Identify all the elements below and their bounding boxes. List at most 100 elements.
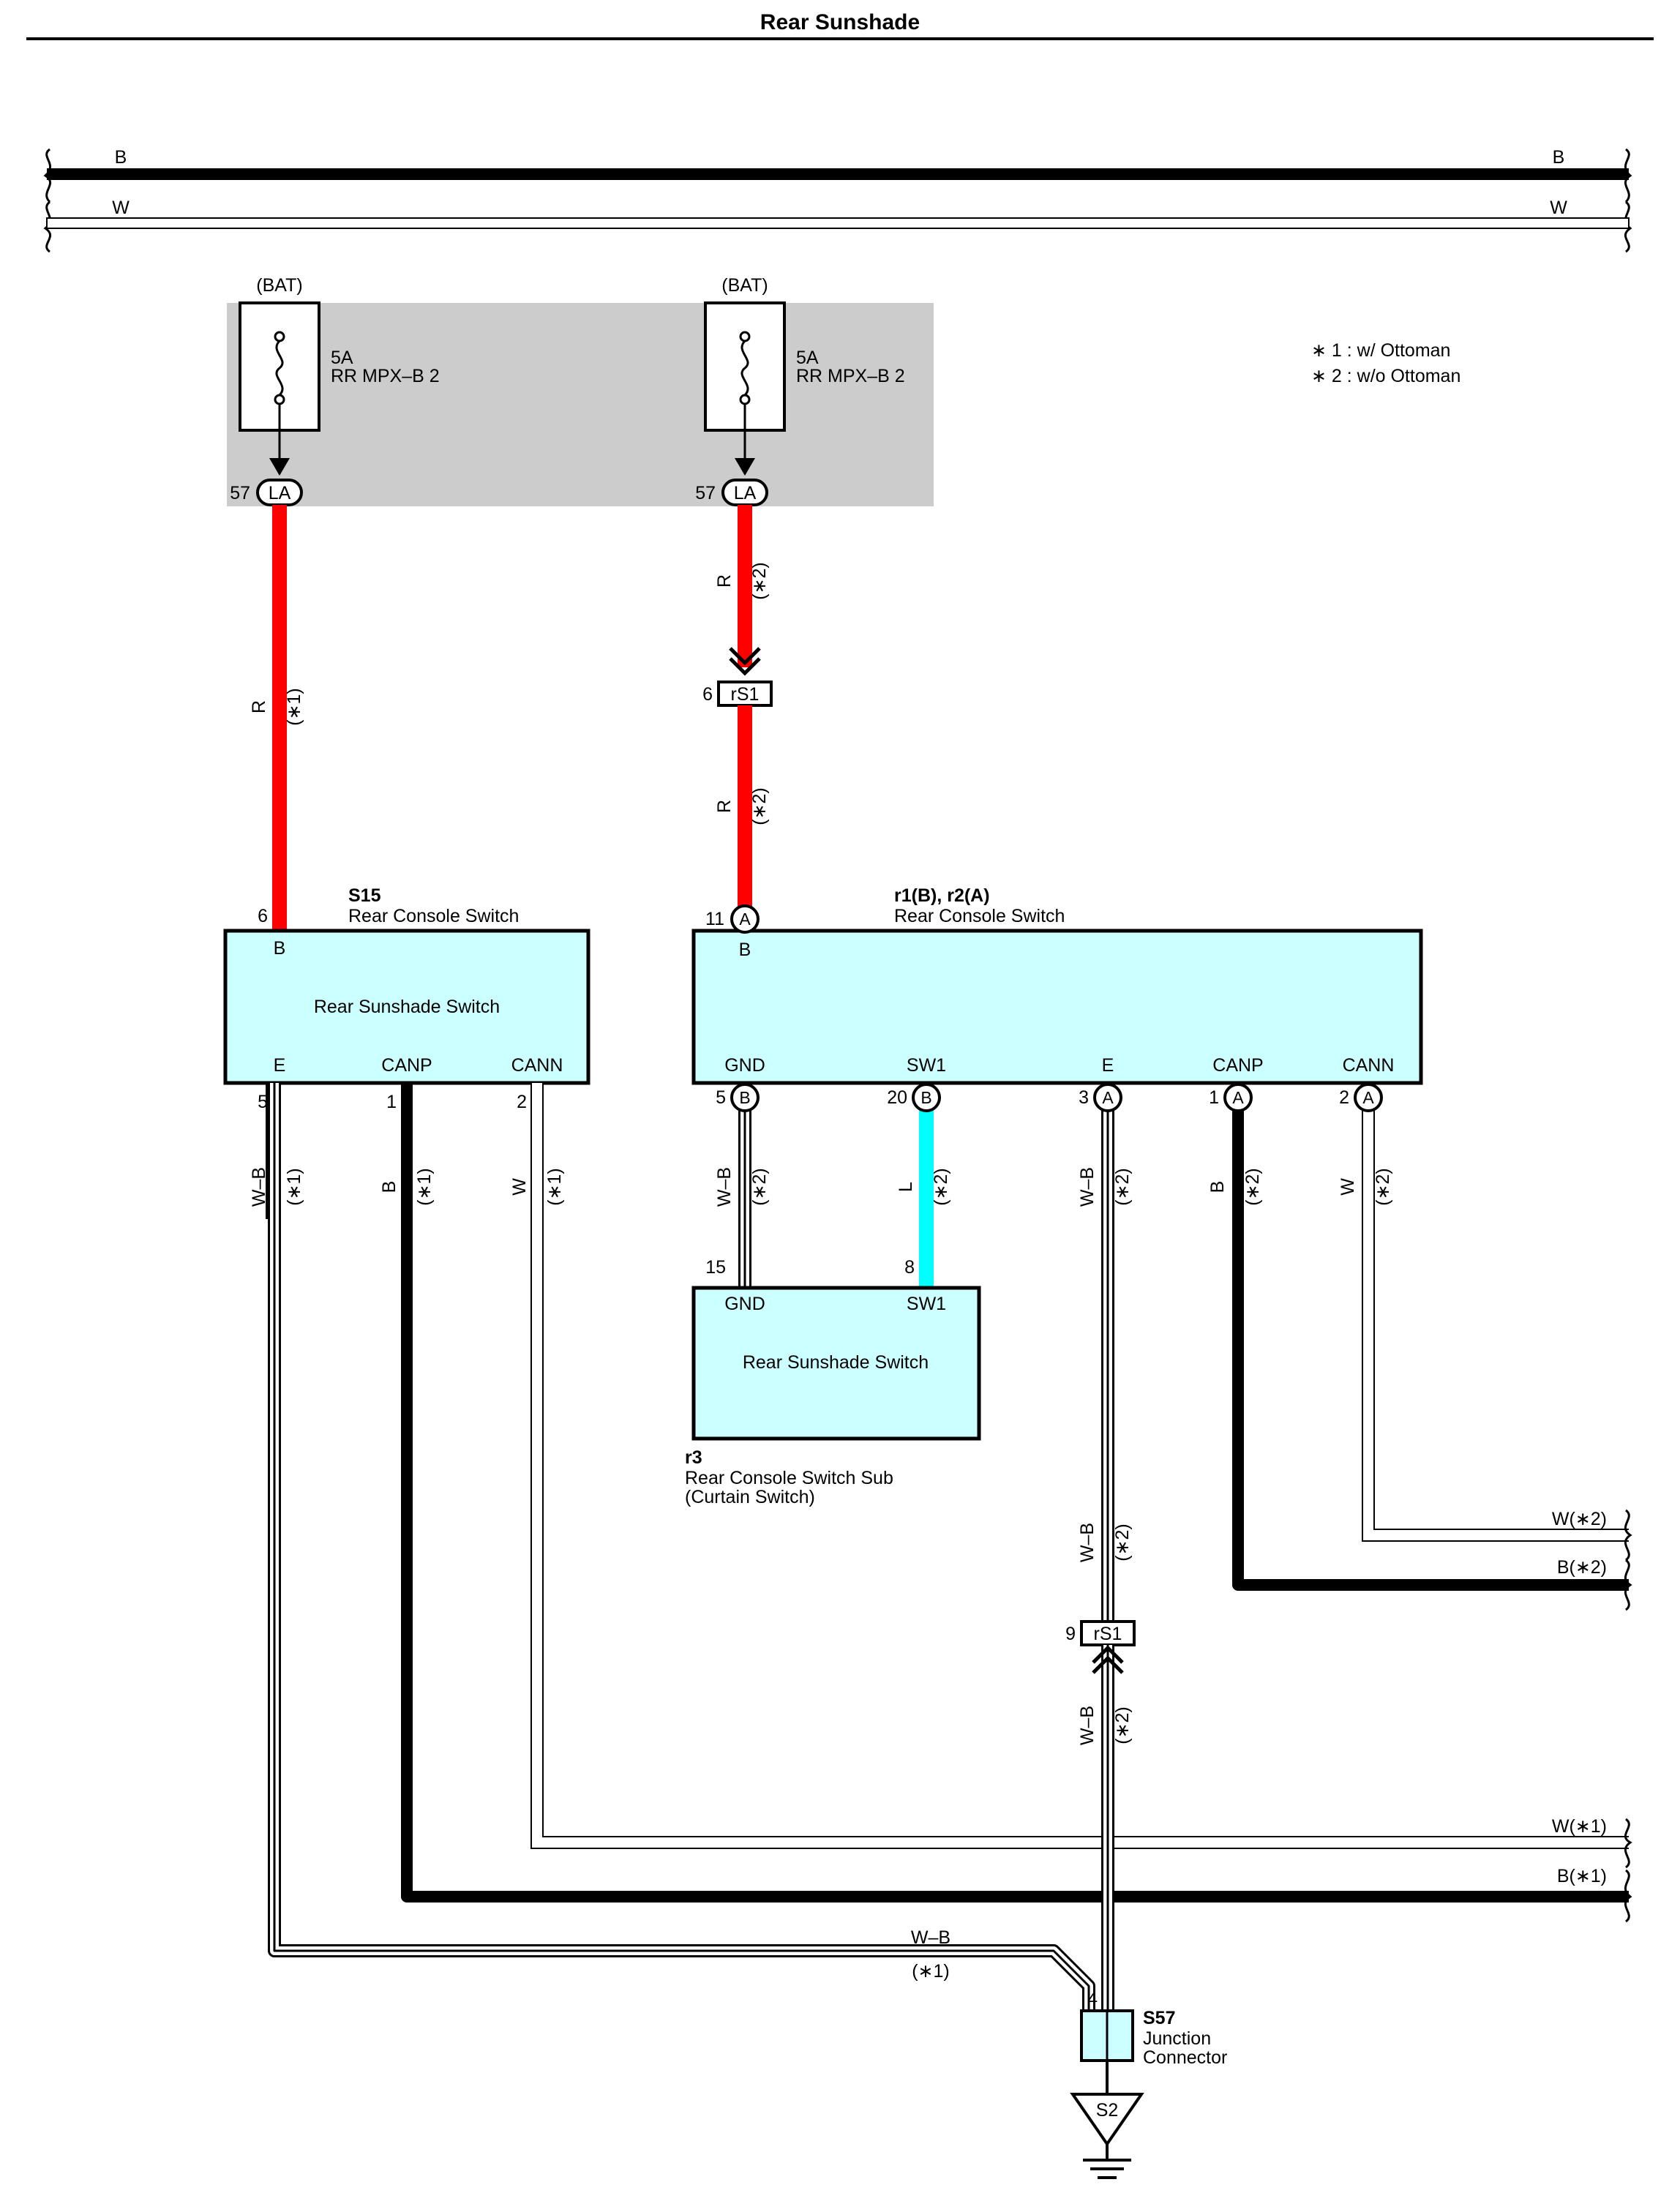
- note-2: ∗ 2 : w/o Ottoman: [1311, 366, 1460, 386]
- wire-s15-e-route: [268, 1083, 1095, 2009]
- pin-name: SW1: [907, 1294, 946, 1314]
- connector-code: A: [739, 910, 751, 929]
- connector-circle: [730, 904, 760, 934]
- wire-break-icon: [1624, 1559, 1632, 1611]
- bus-b-label-left: B: [115, 147, 127, 168]
- pin-name: SW1: [907, 1055, 946, 1076]
- connector-code: B: [920, 1088, 931, 1107]
- wire-color-label: R: [249, 700, 269, 713]
- fuse-2: (BAT) 5A RR MPX–B 2 LA 57: [695, 275, 905, 506]
- connector-circle: [912, 1083, 941, 1112]
- ground-triangle-icon: [1070, 2093, 1144, 2147]
- pin-name: CANN: [511, 1055, 563, 1076]
- pin-name: GND: [724, 1294, 765, 1314]
- pin-name: GND: [724, 1055, 765, 1076]
- wire-note-label: (∗2): [1112, 1168, 1133, 1206]
- wire-color-label: B: [1207, 1181, 1228, 1193]
- component-title: Rear Console Switch: [348, 906, 519, 926]
- inline-connector-name: rS1: [1094, 1624, 1122, 1644]
- pin-name-b: B: [274, 938, 286, 959]
- wire-color-label: W–B: [714, 1167, 735, 1207]
- bus-w-label-left: W: [112, 198, 130, 218]
- component-subtitle: (Curtain Switch): [685, 1487, 815, 1507]
- wire-note-label: (∗1): [544, 1168, 565, 1206]
- wire-note-label: (∗2): [749, 787, 770, 825]
- connector-circle: [1223, 1083, 1253, 1112]
- pin-name: E: [1102, 1055, 1114, 1076]
- wire-break-icon-left-w: [43, 200, 51, 253]
- ground-symbol: S2: [1070, 2093, 1144, 2179]
- s57-junction-connector: 4 S57 Junction Connector: [1080, 1989, 1227, 2094]
- component-inner-label: Rear Sunshade Switch: [314, 997, 500, 1017]
- pin-number: 3: [1079, 1087, 1089, 1108]
- wire-note-label: (∗2): [1112, 1706, 1133, 1744]
- wire-color-label: W–B: [249, 1167, 269, 1207]
- pin-number: 57: [695, 483, 716, 503]
- connector-arrow-icon: [1092, 1645, 1124, 1674]
- wire-note-label: (∗2): [1373, 1168, 1393, 1206]
- component-id: S15: [348, 885, 381, 906]
- pin-number: 9: [1065, 1624, 1076, 1644]
- r3-component: 15 8 GND SW1 Rear Sunshade Switch r3 Rea…: [685, 1257, 981, 1507]
- wire-end-label-w2: W(∗2): [1552, 1509, 1607, 1529]
- fuse-source: (BAT): [256, 275, 302, 296]
- pin-number: 2: [517, 1092, 527, 1112]
- r12-pins: B 5 W–B (∗2) B 20 L (∗2) A 3 W–B (∗2) W–…: [714, 1083, 1629, 1620]
- connector-arrow-icon: [729, 647, 761, 676]
- pin-name: CANP: [1212, 1055, 1263, 1076]
- wire-end-label-b1: B(∗1): [1557, 1866, 1607, 1886]
- wire-note-label: (∗1): [284, 1168, 304, 1206]
- pin-number: 8: [904, 1257, 915, 1278]
- wire-color-label: W: [509, 1178, 530, 1196]
- pin-number: 11: [705, 909, 724, 929]
- bus-w-label-right: W: [1550, 198, 1567, 218]
- wire-break-icon-right-w: [1624, 200, 1632, 253]
- connector-code: LA: [269, 483, 291, 503]
- wire-note-label: (∗1): [912, 1961, 950, 1982]
- page-title: Rear Sunshade: [760, 10, 920, 34]
- fuse-box-area: [227, 303, 934, 506]
- wire-break-icon: [1624, 1869, 1632, 1923]
- wire-end-label-w1: W(∗1): [1552, 1816, 1607, 1837]
- pin-number: 4: [1087, 1989, 1098, 2009]
- component-title: Rear Console Switch Sub: [685, 1468, 893, 1488]
- wire-note-label: (∗2): [749, 1168, 770, 1206]
- pin-number: 1: [1209, 1087, 1219, 1108]
- component-inner-label: Rear Sunshade Switch: [743, 1352, 929, 1373]
- pin-number: 15: [705, 1257, 726, 1278]
- component-line1: Junction: [1143, 2028, 1211, 2049]
- bus-wire-w: [46, 217, 1630, 229]
- wire-color-label: R: [714, 800, 735, 813]
- component-id: r1(B), r2(A): [894, 885, 990, 906]
- pin-number: 57: [230, 483, 250, 503]
- wire-end-label-b2: B(∗2): [1557, 1557, 1607, 1578]
- wire-s15-canp: [401, 1083, 1629, 1903]
- wire-note-label: (∗2): [931, 1168, 951, 1206]
- r1-r2-component: r1(B), r2(A) Rear Console Switch A 11 B …: [691, 885, 1423, 1085]
- wire-note-label: (∗2): [749, 562, 770, 600]
- fuse-icon: [740, 340, 749, 397]
- pin-name: CANN: [1343, 1055, 1395, 1076]
- wire-note-label: (∗1): [284, 688, 304, 726]
- pin-number: 2: [1339, 1087, 1349, 1108]
- wire-color-label: B: [379, 1181, 400, 1193]
- wire-color-label: W–B: [1077, 1706, 1098, 1745]
- wire-note-label: (∗1): [414, 1168, 435, 1206]
- component-box: [691, 1286, 981, 1441]
- wire-color-label: W–B: [911, 1927, 950, 1948]
- wire-r-cann: [1362, 1098, 1629, 1542]
- connector-circle: [1093, 1083, 1122, 1112]
- pin-number: 1: [386, 1092, 397, 1112]
- connector-code: A: [1362, 1088, 1374, 1107]
- fuse-name: RR MPX–B 2: [331, 366, 440, 386]
- component-title: Rear Console Switch: [894, 906, 1065, 926]
- pin-number: 5: [258, 1092, 268, 1112]
- pin-number: 6: [702, 684, 713, 705]
- s15-component: S15 Rear Console Switch 6 B Rear Sunshad…: [223, 885, 590, 1112]
- connector-code: LA: [734, 483, 757, 503]
- component-line2: Connector: [1143, 2047, 1227, 2068]
- component-id: S57: [1143, 2008, 1175, 2028]
- fuse-1: (BAT) 5A RR MPX–B 2 LA 57: [230, 275, 440, 506]
- note-1: ∗ 1 : w/ Ottoman: [1311, 340, 1450, 361]
